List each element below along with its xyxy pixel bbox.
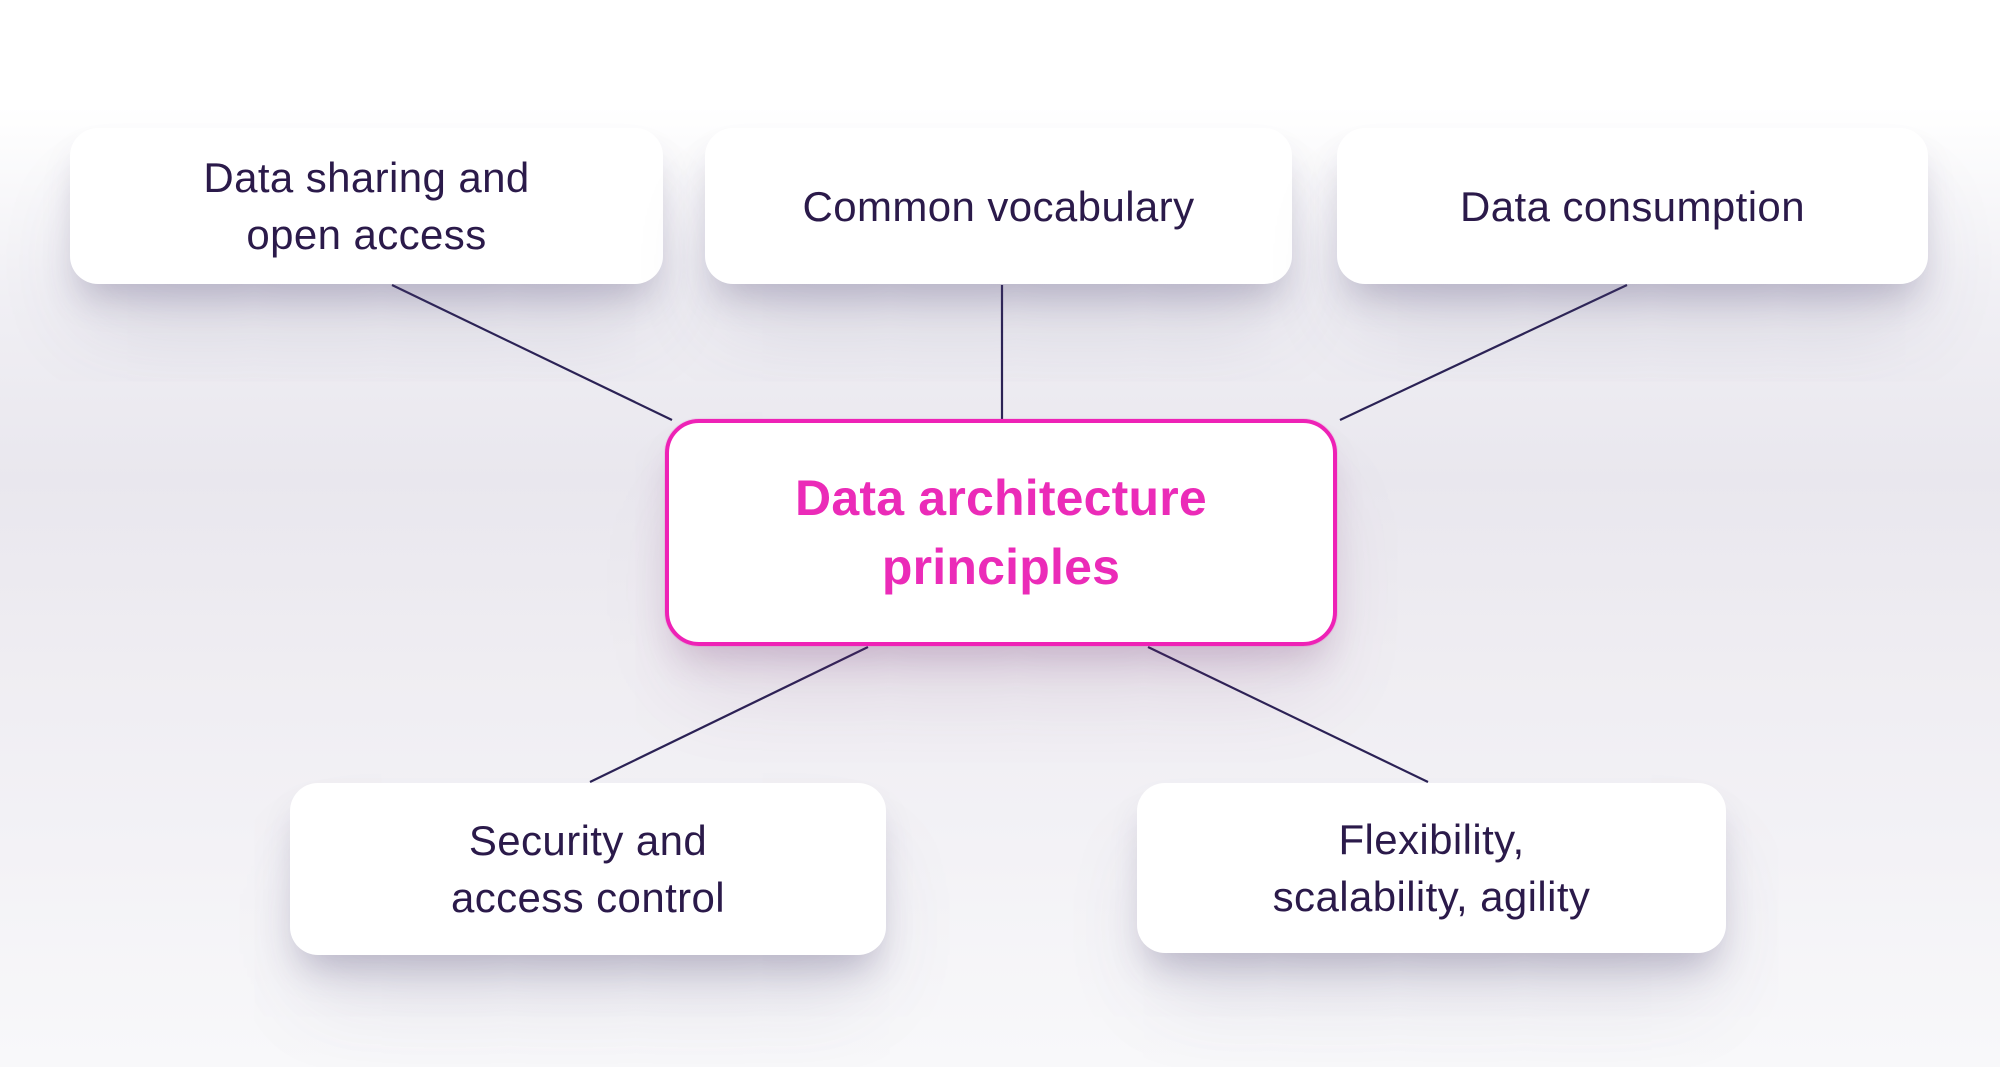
connector-data-sharing — [391, 284, 673, 421]
node-label-line: access control — [450, 874, 726, 921]
center-title-line: principles — [881, 538, 1121, 595]
node-data-consumption: Data consumption — [1337, 128, 1928, 284]
center-title-line: Data architecture — [795, 469, 1207, 526]
node-common-vocabulary: Common vocabulary — [705, 128, 1292, 284]
node-label-line: Security and — [468, 817, 708, 864]
connector-security-access-control — [589, 646, 869, 783]
node-label-line: open access — [246, 211, 487, 258]
node-label-line: scalability, agility — [1272, 873, 1591, 920]
node-data-sharing-open-access: Data sharing and open access — [70, 128, 663, 284]
node-label-line: Common vocabulary — [802, 182, 1195, 230]
node-label-line: Flexibility, — [1338, 816, 1525, 863]
node-label-line: Data consumption — [1460, 182, 1805, 230]
connector-data-consumption — [1339, 284, 1628, 421]
node-security-access-control: Security and access control — [290, 783, 886, 955]
node-data-architecture-principles: Data architecture principles — [665, 419, 1337, 646]
node-flexibility-scalability-agility: Flexibility, scalability, agility — [1137, 783, 1726, 953]
node-label-line: Data sharing and — [203, 154, 530, 201]
connector-flexibility-scalability — [1147, 646, 1429, 783]
